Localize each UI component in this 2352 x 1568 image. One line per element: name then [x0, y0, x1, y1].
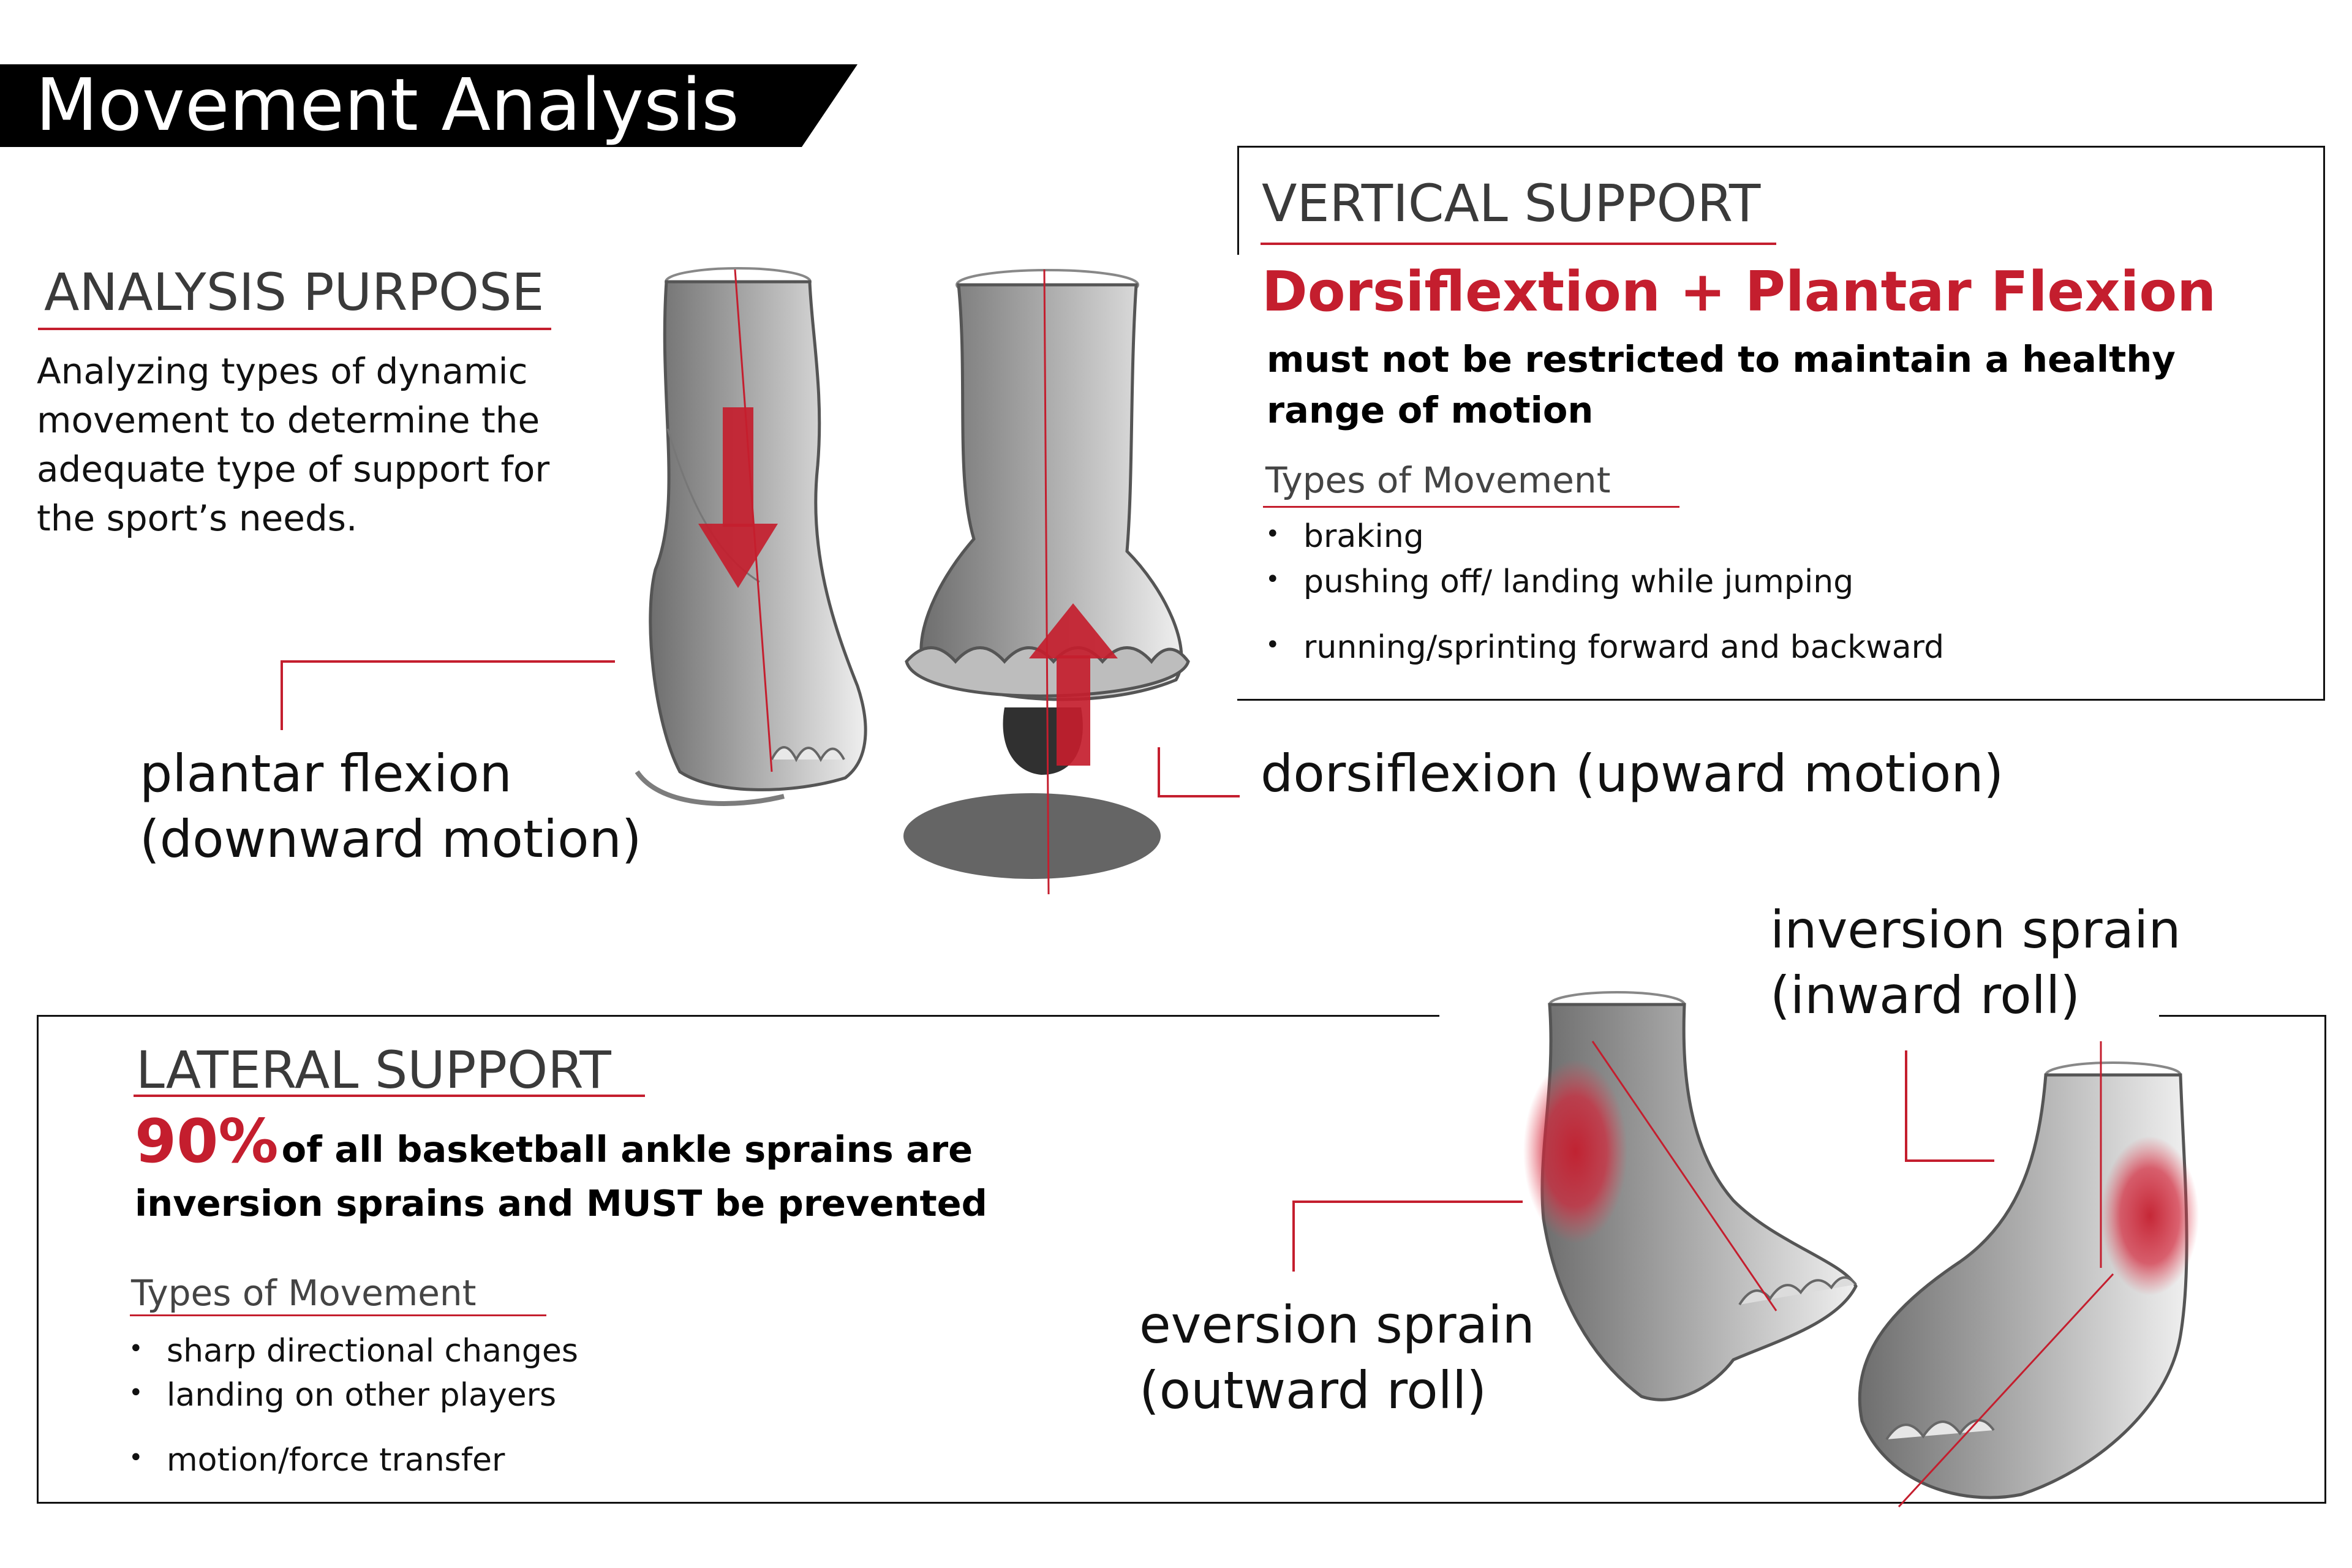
- vertical-support-statement: must not be restricted to maintain a hea…: [1267, 338, 2176, 431]
- inversion-sprain-label: inversion sprain (inward roll): [1770, 900, 2181, 1025]
- lateral-support-statement: of all basketball ankle sprains are inve…: [135, 1128, 987, 1224]
- page-title: Movement Analysis: [36, 62, 739, 147]
- downward-arrow-icon: [698, 407, 778, 588]
- title-bar: [0, 64, 858, 147]
- upward-arrow-icon: [1029, 603, 1118, 766]
- list-item: running/sprinting forward and backward: [1265, 631, 1944, 663]
- lateral-support-heading: LATERAL SUPPORT: [136, 1040, 611, 1100]
- list-item: pushing off/ landing while jumping: [1265, 566, 1944, 598]
- vertical-types-list: braking pushing off/ landing while jumpi…: [1265, 521, 1944, 663]
- eversion-sprain-leader: [1292, 1200, 1523, 1272]
- eversion-sprain-label: eversion sprain (outward roll): [1139, 1295, 1535, 1420]
- lateral-types-rule: [130, 1314, 546, 1316]
- vertical-support-heading: VERTICAL SUPPORT: [1262, 173, 1761, 233]
- vertical-support-box: [1237, 146, 2325, 701]
- vertical-support-rule: [1261, 243, 1776, 245]
- analysis-purpose-rule: [38, 328, 551, 330]
- eversion-sprain-foot-sketch: [1523, 991, 1858, 1401]
- vertical-types-heading: Types of Movement: [1265, 459, 1611, 501]
- list-item: sharp directional changes: [129, 1335, 578, 1367]
- lateral-support-rule: [134, 1095, 645, 1097]
- vertical-types-rule: [1263, 506, 1679, 508]
- inversion-sprain-leader: [1905, 1050, 1994, 1162]
- list-item: braking: [1265, 521, 1944, 552]
- vertical-support-highlight: Dorsiflextion + Plantar Flexion: [1262, 260, 2217, 324]
- lateral-types-list: sharp directional changes landing on oth…: [129, 1335, 578, 1476]
- dorsiflexion-foot-sketch: [903, 269, 1190, 895]
- list-item: landing on other players: [129, 1379, 578, 1411]
- vertical-support-box-left-edge: [1237, 146, 1239, 255]
- analysis-purpose-heading: ANALYSIS PURPOSE: [44, 262, 545, 322]
- lateral-support-box: [37, 1015, 2326, 1504]
- lateral-box-top-right: [2159, 1015, 2324, 1017]
- lateral-types-heading: Types of Movement: [131, 1272, 477, 1314]
- lateral-support-statement-block: 90% of all basketball ankle sprains are …: [135, 1112, 1041, 1231]
- dorsiflexion-label: dorsiflexion (upward motion): [1261, 744, 2004, 804]
- plantar-flexion-label: plantar flexion (downward motion): [140, 744, 642, 869]
- inversion-sprain-foot-sketch: [1858, 1041, 2199, 1508]
- list-item: motion/force transfer: [129, 1444, 578, 1476]
- dorsiflexion-leader: [1158, 747, 1240, 797]
- analysis-purpose-text: Analyzing types of dynamic movement to d…: [37, 350, 550, 539]
- plantar-flexion-leader: [281, 660, 615, 730]
- lateral-box-top-left: [37, 1015, 1439, 1017]
- lateral-stat: 90%: [135, 1107, 279, 1177]
